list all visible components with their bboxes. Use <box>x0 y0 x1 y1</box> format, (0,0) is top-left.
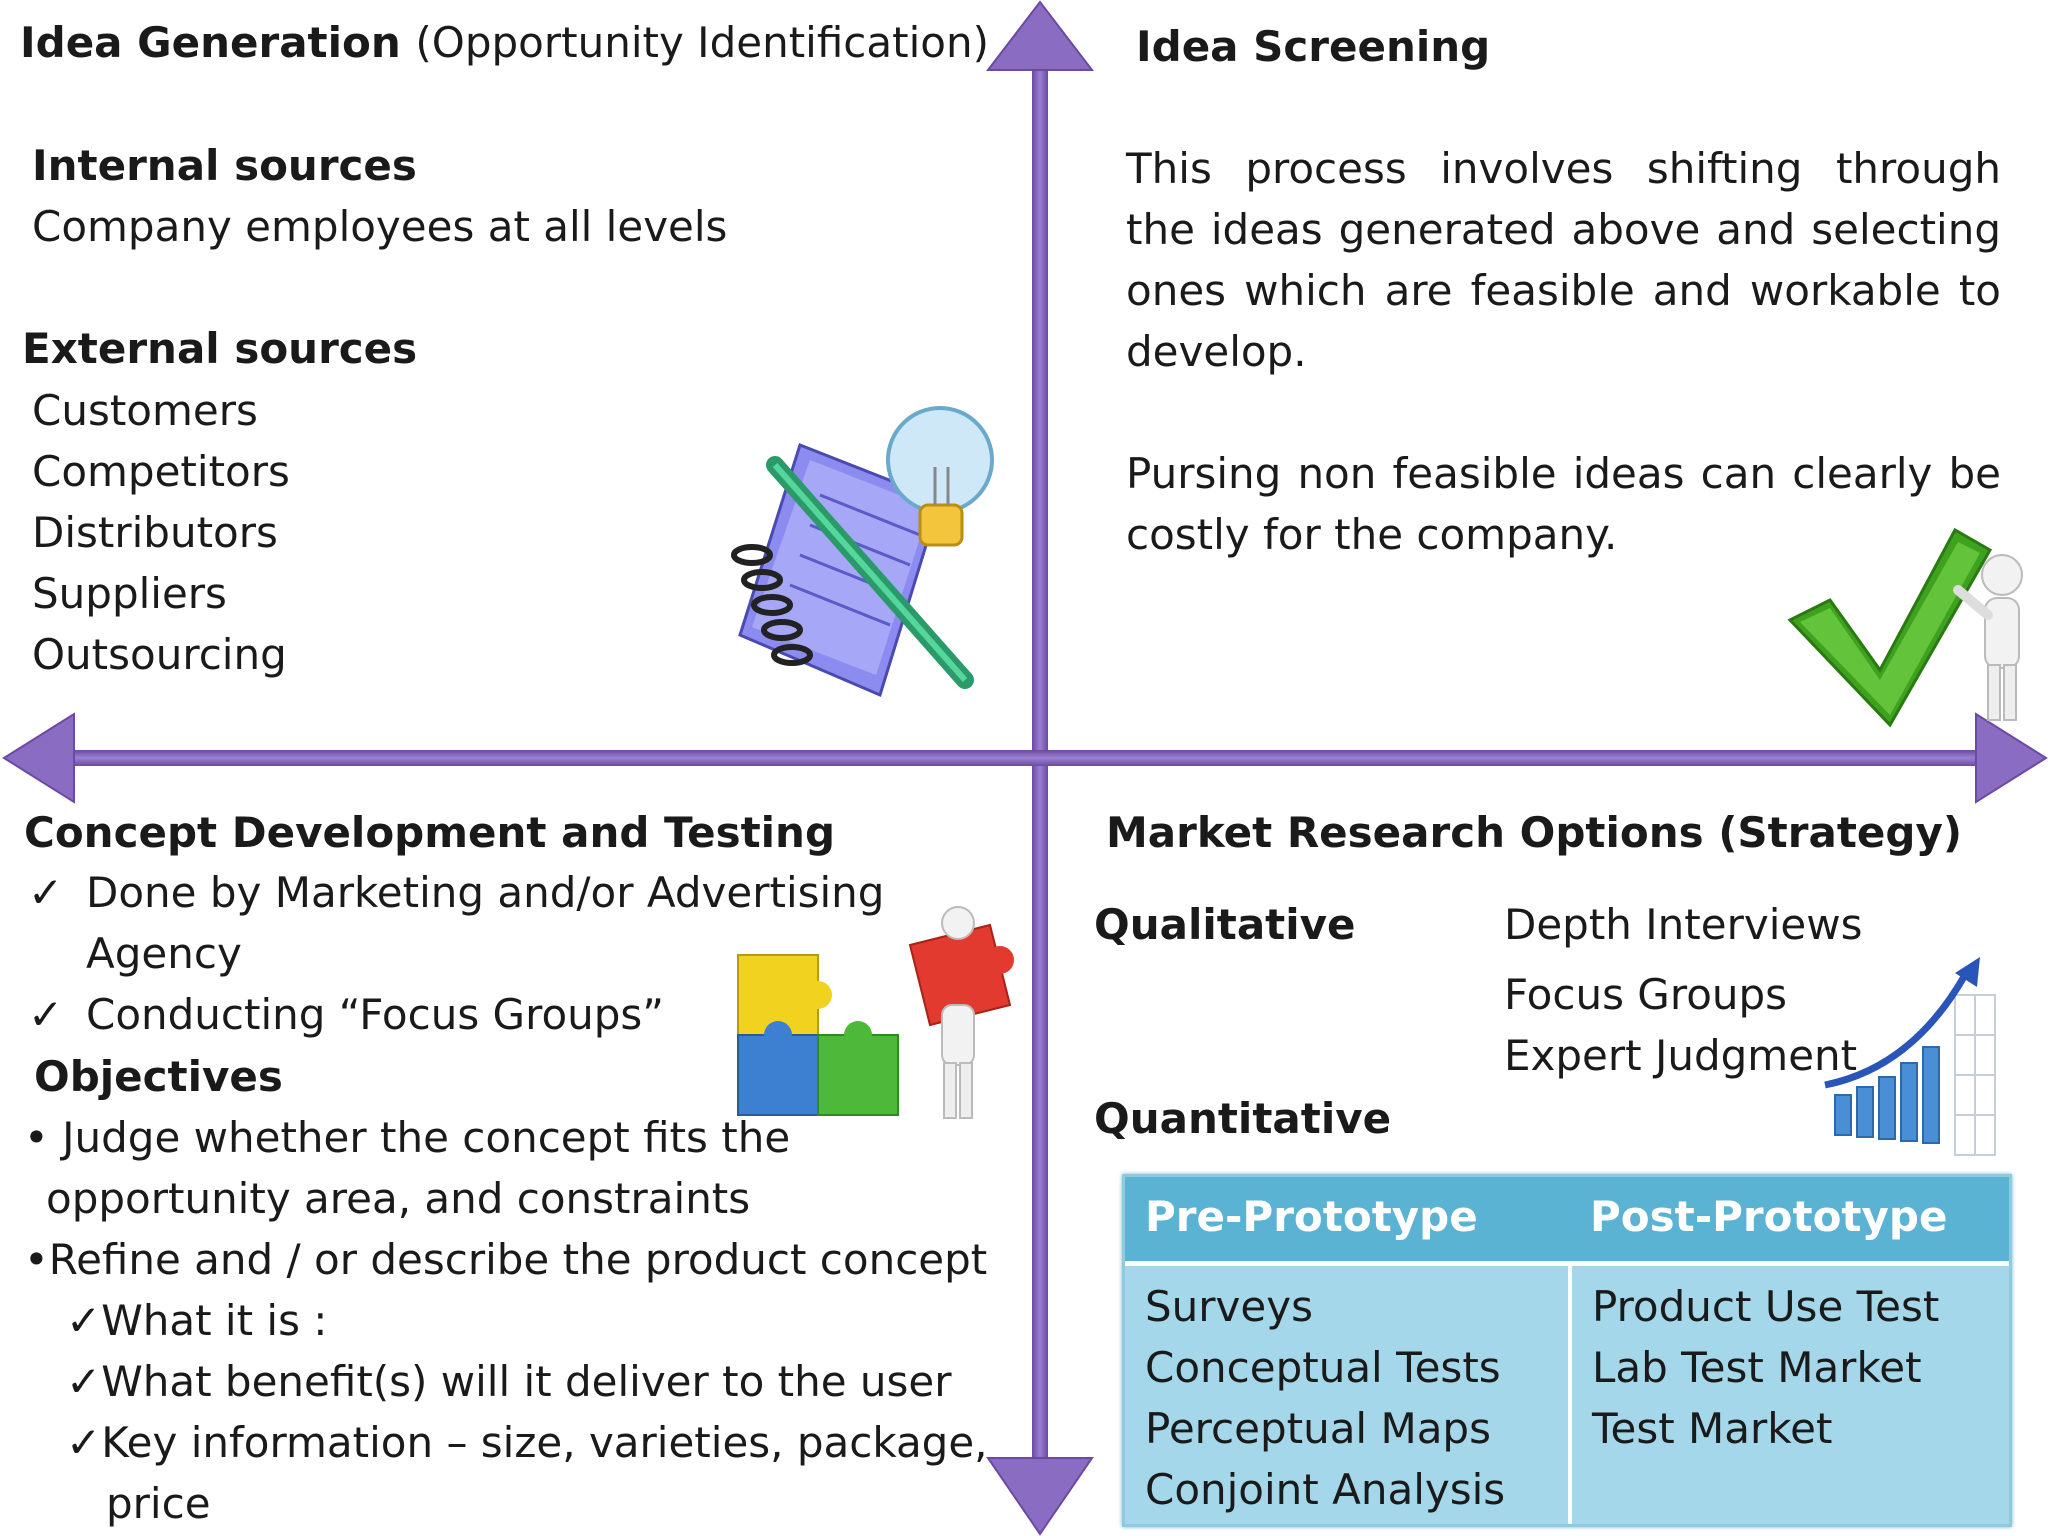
list-item: Test Market <box>1592 1404 1833 1453</box>
check-icon: ✓ <box>66 1296 102 1345</box>
list-item: Focus Groups <box>1504 970 1788 1019</box>
list-item: Suppliers <box>32 569 227 618</box>
objective-item-continued: opportunity area, and constraints <box>46 1174 751 1223</box>
check-icon: ✓ <box>28 868 64 917</box>
post-prototype-cell: Product Use Test Lab Test Market Test Ma… <box>1570 1264 2009 1525</box>
list-item: Distributors <box>32 508 278 557</box>
bullet-icon: • <box>24 1113 49 1162</box>
list-item: Expert Judgment <box>1504 1031 1858 1080</box>
quantitative-label: Quantitative <box>1094 1094 1392 1143</box>
list-item: Perceptual Maps <box>1145 1404 1491 1453</box>
horizontal-axis <box>70 750 1982 766</box>
list-item: Conceptual Tests <box>1145 1343 1501 1392</box>
internal-source-item: Company employees at all levels <box>32 202 728 251</box>
arrow-down-icon <box>986 1457 1094 1536</box>
check-icon: ✓ <box>66 1418 102 1467</box>
quadrant-idea-generation: Idea Generation (Opportunity Identificat… <box>20 12 989 73</box>
check-icon: ✓ <box>28 990 64 1039</box>
qualitative-list: Depth Interviews Focus Groups Expert Jud… <box>1504 894 1862 1086</box>
list-item: Conjoint Analysis <box>1145 1465 1506 1514</box>
list-item: Lab Test Market <box>1592 1343 1922 1392</box>
external-sources-list: Customers Competitors Distributors Suppl… <box>32 380 290 685</box>
arrow-left-icon <box>2 712 75 804</box>
pre-prototype-header: Pre-Prototype <box>1125 1177 1570 1266</box>
objective-item: • Judge whether the concept fits the <box>24 1113 791 1162</box>
list-item: Customers <box>32 386 258 435</box>
arrow-right-icon <box>1975 712 2048 804</box>
internal-sources-heading: Internal sources <box>32 141 417 190</box>
list-item: Product Use Test <box>1592 1282 1940 1331</box>
external-sources-heading: External sources <box>22 324 418 373</box>
list-item: Competitors <box>32 447 290 496</box>
check-item: ✓Conducting “Focus Groups” <box>28 984 664 1045</box>
puzzle-person-icon <box>737 906 1014 1119</box>
qualitative-label: Qualitative <box>1094 900 1356 949</box>
check-icon: ✓ <box>66 1357 102 1406</box>
list-item: Depth Interviews <box>1504 900 1863 949</box>
sub-check-item-continued: price <box>106 1479 211 1528</box>
quadrant-idea-screening: This process involves shifting through t… <box>1126 138 2001 565</box>
pre-prototype-cell: Surveys Conceptual Tests Perceptual Maps… <box>1125 1263 1572 1524</box>
growth-chart-icon <box>1824 957 1996 1156</box>
bullet-icon: • <box>24 1235 49 1284</box>
list-item: Surveys <box>1145 1282 1313 1331</box>
objective-item: •Refine and / or describe the product co… <box>24 1235 988 1284</box>
market-research-title: Market Research Options (Strategy) <box>1106 808 1963 857</box>
check-item-continued: Agency <box>86 929 242 978</box>
checkmark-person-icon <box>1787 527 2023 728</box>
sub-check-item: ✓Key information – size, varieties, pack… <box>66 1418 988 1467</box>
table-header-row: Pre-Prototype Post-Prototype <box>1125 1177 2009 1266</box>
list-item: Outsourcing <box>32 630 287 679</box>
notebook-lightbulb-icon <box>731 406 994 698</box>
research-table: Pre-Prototype Post-Prototype Surveys Con… <box>1122 1174 2012 1527</box>
concept-development-title: Concept Development and Testing <box>24 808 836 857</box>
screening-paragraph-1: This process involves shifting through t… <box>1126 144 2001 376</box>
sub-check-item: ✓What benefit(s) will it deliver to the … <box>66 1357 952 1406</box>
post-prototype-header: Post-Prototype <box>1570 1177 2009 1266</box>
sub-check-item: ✓What it is : <box>66 1296 328 1345</box>
table-row: Surveys Conceptual Tests Perceptual Maps… <box>1125 1263 2009 1525</box>
screening-paragraph-2: Pursing non feasible ideas can clearly b… <box>1126 449 2001 559</box>
check-item: ✓Done by Marketing and/or Advertising <box>28 862 884 923</box>
research-table-grid: Pre-Prototype Post-Prototype Surveys Con… <box>1125 1177 2009 1524</box>
arrow-up-icon <box>985 0 1095 71</box>
idea-screening-title: Idea Screening <box>1136 22 1491 71</box>
idea-generation-title: Idea Generation (Opportunity Identificat… <box>20 18 989 67</box>
objectives-heading: Objectives <box>34 1052 283 1101</box>
